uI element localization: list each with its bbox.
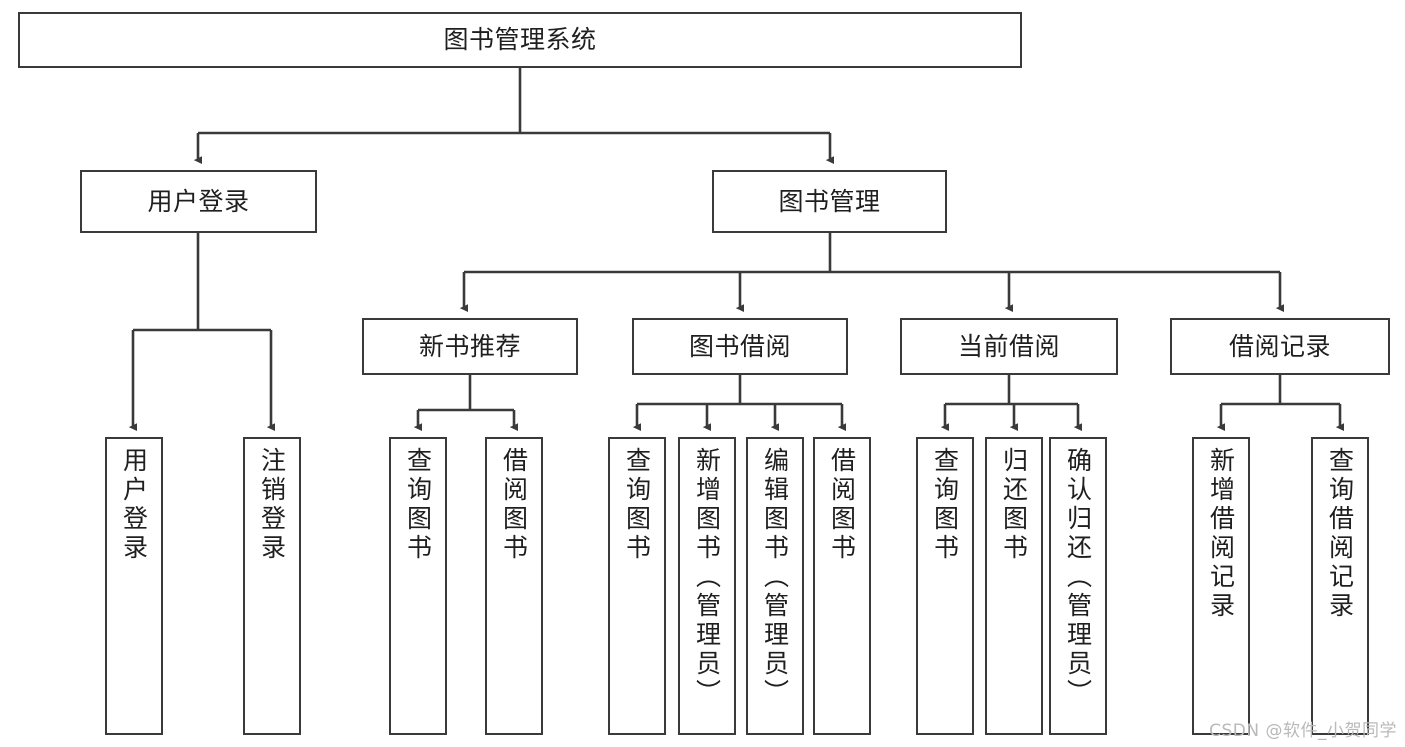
node-leaf-add-book[interactable]: 新增图书（管理员） [678, 437, 736, 735]
node-user-login-label: 用户登录 [147, 186, 250, 216]
node-leaf-query-book-2[interactable]: 查询图书 [608, 437, 666, 735]
node-leaf-add-book-label: 新增图书（管理员） [692, 447, 722, 708]
node-leaf-user-login-label: 用户登录 [119, 447, 149, 563]
node-new-book-recommend-label: 新书推荐 [418, 331, 521, 361]
node-leaf-query-book-3[interactable]: 查询图书 [916, 437, 974, 735]
node-book-borrow[interactable]: 图书借阅 [632, 318, 848, 375]
node-leaf-query-book-3-label: 查询图书 [930, 447, 960, 563]
node-leaf-confirm-return-label: 确认归还（管理员） [1063, 447, 1093, 708]
node-leaf-return-book[interactable]: 归还图书 [985, 437, 1043, 735]
node-book-management-label: 图书管理 [778, 186, 881, 216]
node-leaf-user-logout-label: 注销登录 [257, 447, 287, 563]
node-leaf-return-book-label: 归还图书 [999, 447, 1029, 563]
node-leaf-borrow-book-2-label: 借阅图书 [827, 447, 857, 563]
node-leaf-query-book-1[interactable]: 查询图书 [389, 437, 447, 735]
node-user-login[interactable]: 用户登录 [80, 170, 317, 233]
node-current-borrow-label: 当前借阅 [957, 331, 1060, 361]
node-leaf-user-login[interactable]: 用户登录 [105, 437, 163, 735]
node-leaf-borrow-book-1-label: 借阅图书 [499, 447, 529, 563]
node-leaf-borrow-book-1[interactable]: 借阅图书 [485, 437, 543, 735]
node-leaf-borrow-book-2[interactable]: 借阅图书 [813, 437, 871, 735]
node-leaf-query-record[interactable]: 查询借阅记录 [1311, 437, 1369, 735]
node-new-book-recommend[interactable]: 新书推荐 [362, 318, 578, 375]
node-leaf-query-book-1-label: 查询图书 [403, 447, 433, 563]
node-leaf-user-logout[interactable]: 注销登录 [243, 437, 301, 735]
node-leaf-add-record[interactable]: 新增借阅记录 [1192, 437, 1250, 735]
node-leaf-add-record-label: 新增借阅记录 [1206, 447, 1236, 621]
node-leaf-edit-book[interactable]: 编辑图书（管理员） [746, 437, 804, 735]
node-leaf-query-record-label: 查询借阅记录 [1325, 447, 1355, 621]
node-book-borrow-label: 图书借阅 [688, 331, 791, 361]
node-book-management[interactable]: 图书管理 [712, 170, 947, 233]
node-borrow-record[interactable]: 借阅记录 [1170, 318, 1390, 375]
node-leaf-edit-book-label: 编辑图书（管理员） [760, 447, 790, 708]
node-leaf-query-book-2-label: 查询图书 [622, 447, 652, 563]
node-current-borrow[interactable]: 当前借阅 [900, 318, 1118, 375]
node-leaf-confirm-return[interactable]: 确认归还（管理员） [1049, 437, 1107, 735]
csdn-watermark: CSDN @软件_小贺同学 [1209, 721, 1397, 741]
node-root-system[interactable]: 图书管理系统 [18, 12, 1022, 68]
node-borrow-record-label: 借阅记录 [1228, 331, 1331, 361]
node-root-system-label: 图书管理系统 [443, 25, 597, 54]
